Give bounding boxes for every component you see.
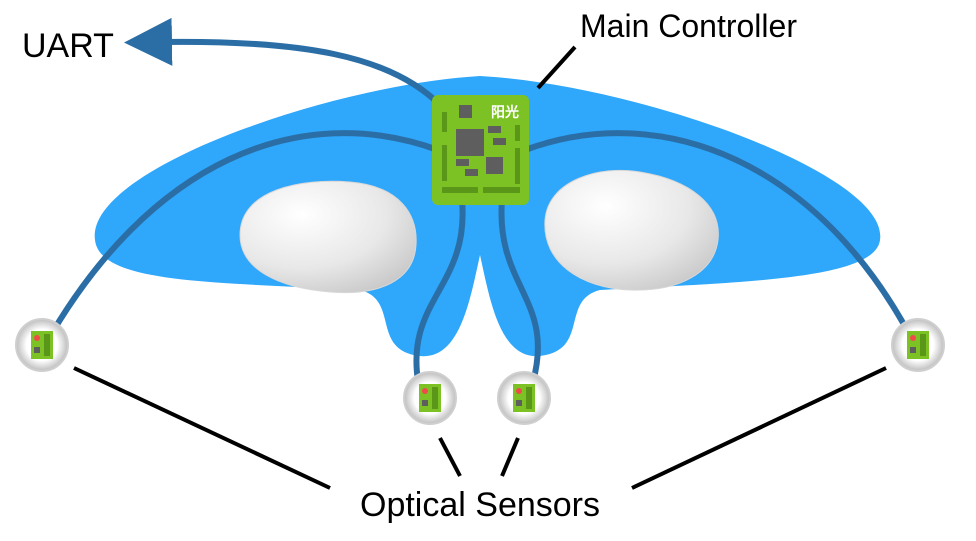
wire-inner-left-sensor xyxy=(413,197,466,395)
board-logo-text: 阳光 xyxy=(491,104,519,121)
optical-sensor-inner-right xyxy=(497,371,551,425)
wire-inner-right-sensor xyxy=(498,197,541,395)
sensor-leader-line xyxy=(438,437,462,477)
main-controller-board: 阳光 xyxy=(432,95,529,205)
optical-sensor-right xyxy=(891,318,945,372)
sensor-leader-line xyxy=(500,437,520,477)
optical-sensors-label: Optical Sensors xyxy=(360,486,600,524)
optical-sensor-inner-left xyxy=(403,371,457,425)
wire-right-sensor xyxy=(522,130,918,348)
uart-wire xyxy=(124,17,443,108)
optical-sensor-left xyxy=(15,318,69,372)
right-eye-cup xyxy=(544,169,719,291)
wires xyxy=(42,17,918,395)
wearable-body xyxy=(94,76,881,357)
controller-leader-line xyxy=(536,45,577,90)
uart-label: UART xyxy=(22,27,114,65)
leader-lines xyxy=(73,45,887,490)
sensor-leader-line xyxy=(631,366,887,490)
wire-left-sensor xyxy=(42,130,441,348)
left-eye-cup xyxy=(239,180,417,294)
main-controller-label: Main Controller xyxy=(580,8,797,44)
sensor-leader-line xyxy=(73,366,331,490)
